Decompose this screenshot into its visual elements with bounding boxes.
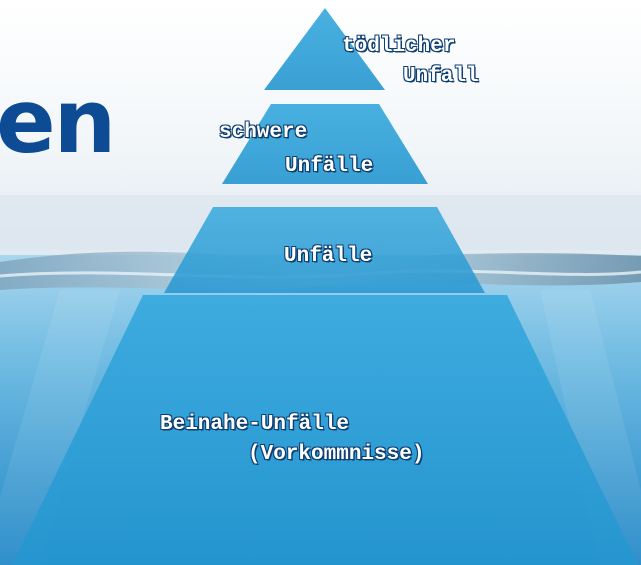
pyramid-tier-accidents [164,207,485,293]
tier1-label-line2: Unfall [403,65,479,88]
pyramid-tier-near-misses [12,295,638,565]
tier2-label-line2: Unfälle [285,155,374,178]
pyramid-tier-fatal [264,8,385,90]
page-title-fragment: en [0,70,116,173]
tier1-label-line1: tödlicher [342,35,456,58]
tier4-label-line2: (Vorkommnisse) [248,443,425,466]
tier4-label-line1: Beinahe-Unfälle [160,413,350,436]
tier2-label-line1: schwere [219,121,308,144]
tier3-label: Unfälle [284,245,373,268]
pyramid-tier-serious [222,104,428,184]
